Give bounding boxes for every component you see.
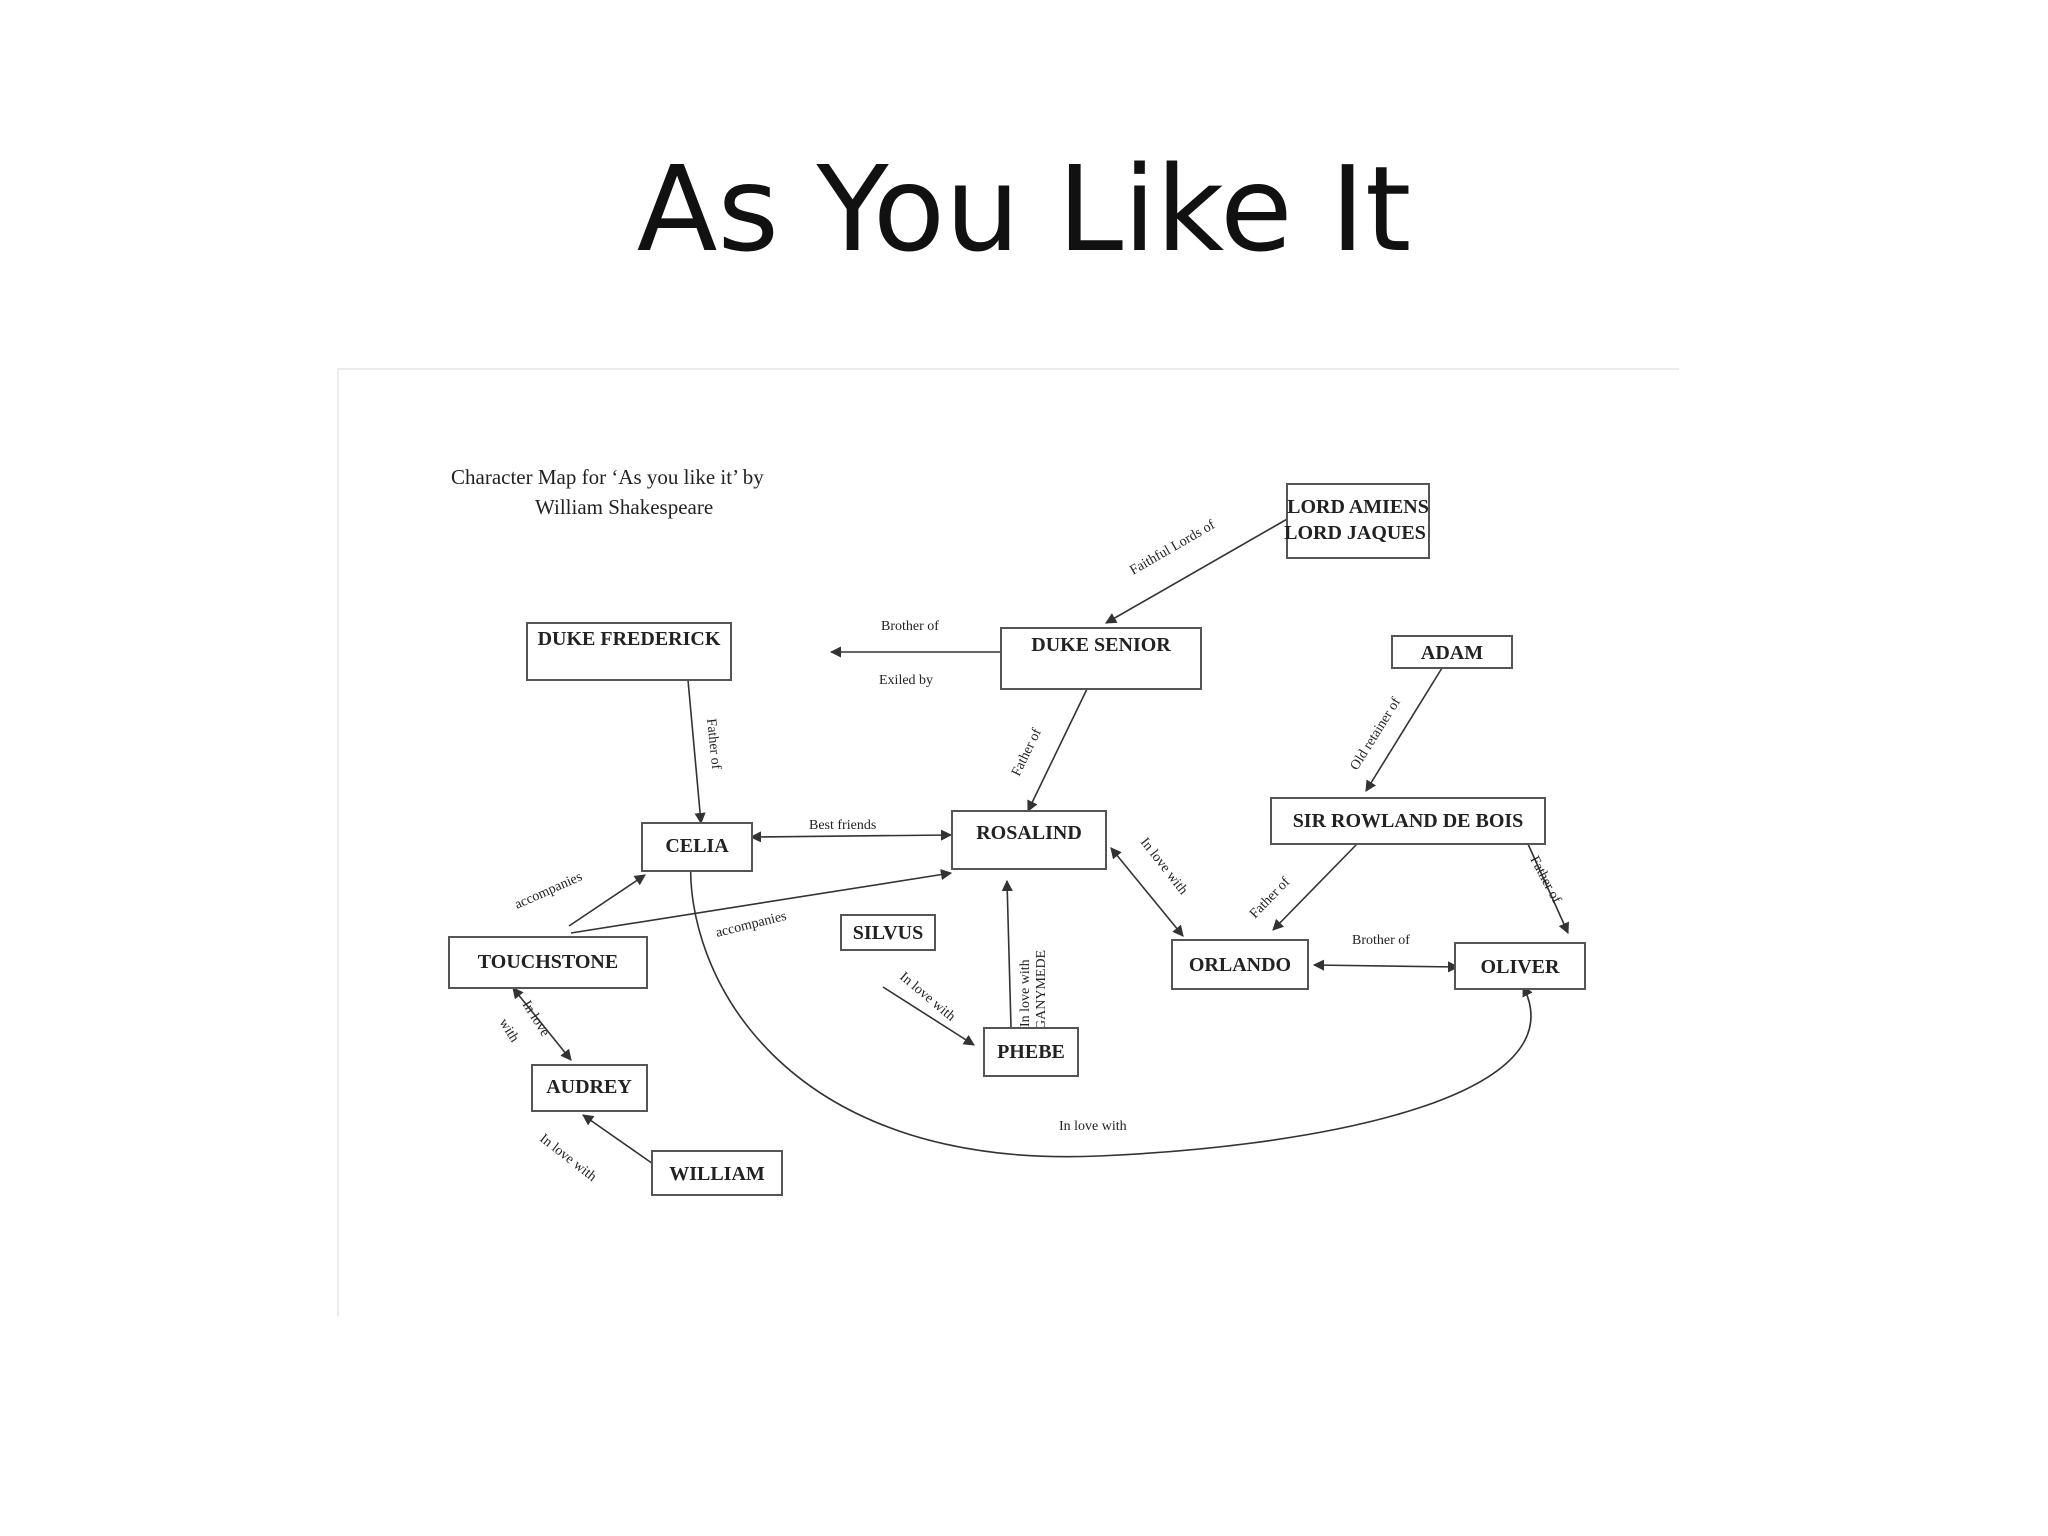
box-celia [641, 822, 753, 872]
node-lord-jaques: LORD JAQUES [1284, 522, 1426, 544]
label-accompanies-celia: accompanies [513, 870, 585, 913]
map-caption-line-1: Character Map for ‘As you like it’ by [451, 465, 764, 489]
label-touchstone-audrey-1: In love [519, 998, 553, 1039]
box-oliver [1454, 942, 1586, 990]
edge-touchstone-audrey [512, 987, 572, 1061]
node-lord-amiens: LORD AMIENS [1287, 496, 1429, 518]
edge-rosalind-orlando [1110, 847, 1184, 937]
node-touchstone: TOUCHSTONE [478, 951, 618, 973]
box-adam [1391, 635, 1513, 669]
box-silvus [840, 914, 936, 951]
label-brother-dukes: Brother of [881, 619, 939, 634]
label-brother-orlando-oliver: Brother of [1352, 933, 1410, 948]
label-phebe-ganymede-1: In love with [1018, 959, 1033, 1027]
node-william: WILLIAM [669, 1163, 765, 1185]
box-rosalind [951, 810, 1107, 870]
label-exiled-by: Exiled by [879, 673, 933, 688]
label-accompanies-rosalind: accompanies [714, 909, 788, 941]
box-audrey [531, 1064, 648, 1112]
edge-brother-orlando-oliver [1312, 959, 1460, 973]
edge-phebe-rosalind [1001, 879, 1013, 1028]
edge-accompanies-rosalind [570, 869, 953, 934]
box-sir-rowland [1270, 797, 1546, 845]
node-sir-rowland: SIR ROWLAND DE BOIS [1293, 810, 1524, 832]
box-duke-senior [1000, 627, 1202, 690]
edge-accompanies-celia [568, 874, 646, 927]
node-rosalind: ROSALIND [976, 822, 1082, 844]
edge-best-friends [749, 829, 953, 843]
box-orlando [1171, 939, 1309, 990]
node-celia: CELIA [665, 835, 729, 857]
node-audrey: AUDREY [546, 1076, 632, 1098]
node-oliver: OLIVER [1481, 956, 1560, 978]
label-father-orlando: Father of [1247, 874, 1293, 921]
box-touchstone [448, 936, 648, 989]
label-faithful-lords: Faithful Lords of [1128, 517, 1219, 578]
node-orlando: ORLANDO [1189, 954, 1291, 976]
edge-faithful-lords [1105, 517, 1290, 624]
label-silvus-phebe: In love with [896, 970, 957, 1025]
edge-silvus-phebe [882, 986, 975, 1046]
box-lord-amiens-jaques [1286, 483, 1430, 559]
edge-william-audrey [582, 1114, 657, 1167]
node-duke-frederick: DUKE FREDERICK [538, 628, 721, 650]
label-william-audrey: In love with [537, 1131, 600, 1184]
label-old-retainer: Old retainer of [1348, 695, 1405, 773]
label-phebe-ganymede-2: GANYMEDE [1034, 950, 1049, 1030]
node-duke-senior: DUKE SENIOR [1031, 634, 1171, 656]
node-phebe: PHEBE [997, 1041, 1065, 1063]
edge-father-oliver [1527, 843, 1569, 935]
character-map-image: Character Map for ‘As you like it’ by Wi… [337, 368, 1679, 1316]
label-celia-oliver: In love with [1059, 1119, 1127, 1134]
map-caption-line-2: William Shakespeare [535, 495, 713, 519]
edge-father-orlando [1272, 843, 1358, 931]
label-best-friends: Best friends [809, 818, 876, 833]
node-adam: ADAM [1421, 642, 1483, 664]
edge-old-retainer [1365, 667, 1443, 792]
edge-father-celia [687, 679, 706, 825]
character-map-diagram: Character Map for ‘As you like it’ by Wi… [448, 465, 1586, 1196]
edge-father-rosalind [1027, 688, 1088, 813]
box-william [651, 1150, 783, 1196]
label-father-oliver: Father of [1526, 854, 1563, 906]
label-father-celia: Father of [703, 718, 723, 771]
slide-title: As You Like It [636, 140, 1412, 278]
node-silvus: SILVUS [853, 922, 923, 944]
edge-celia-oliver [689, 857, 1533, 1158]
box-phebe [983, 1027, 1079, 1077]
label-father-rosalind: Father of [1009, 726, 1045, 779]
label-touchstone-audrey-2: with [496, 1016, 522, 1045]
box-duke-frederick [526, 622, 732, 681]
